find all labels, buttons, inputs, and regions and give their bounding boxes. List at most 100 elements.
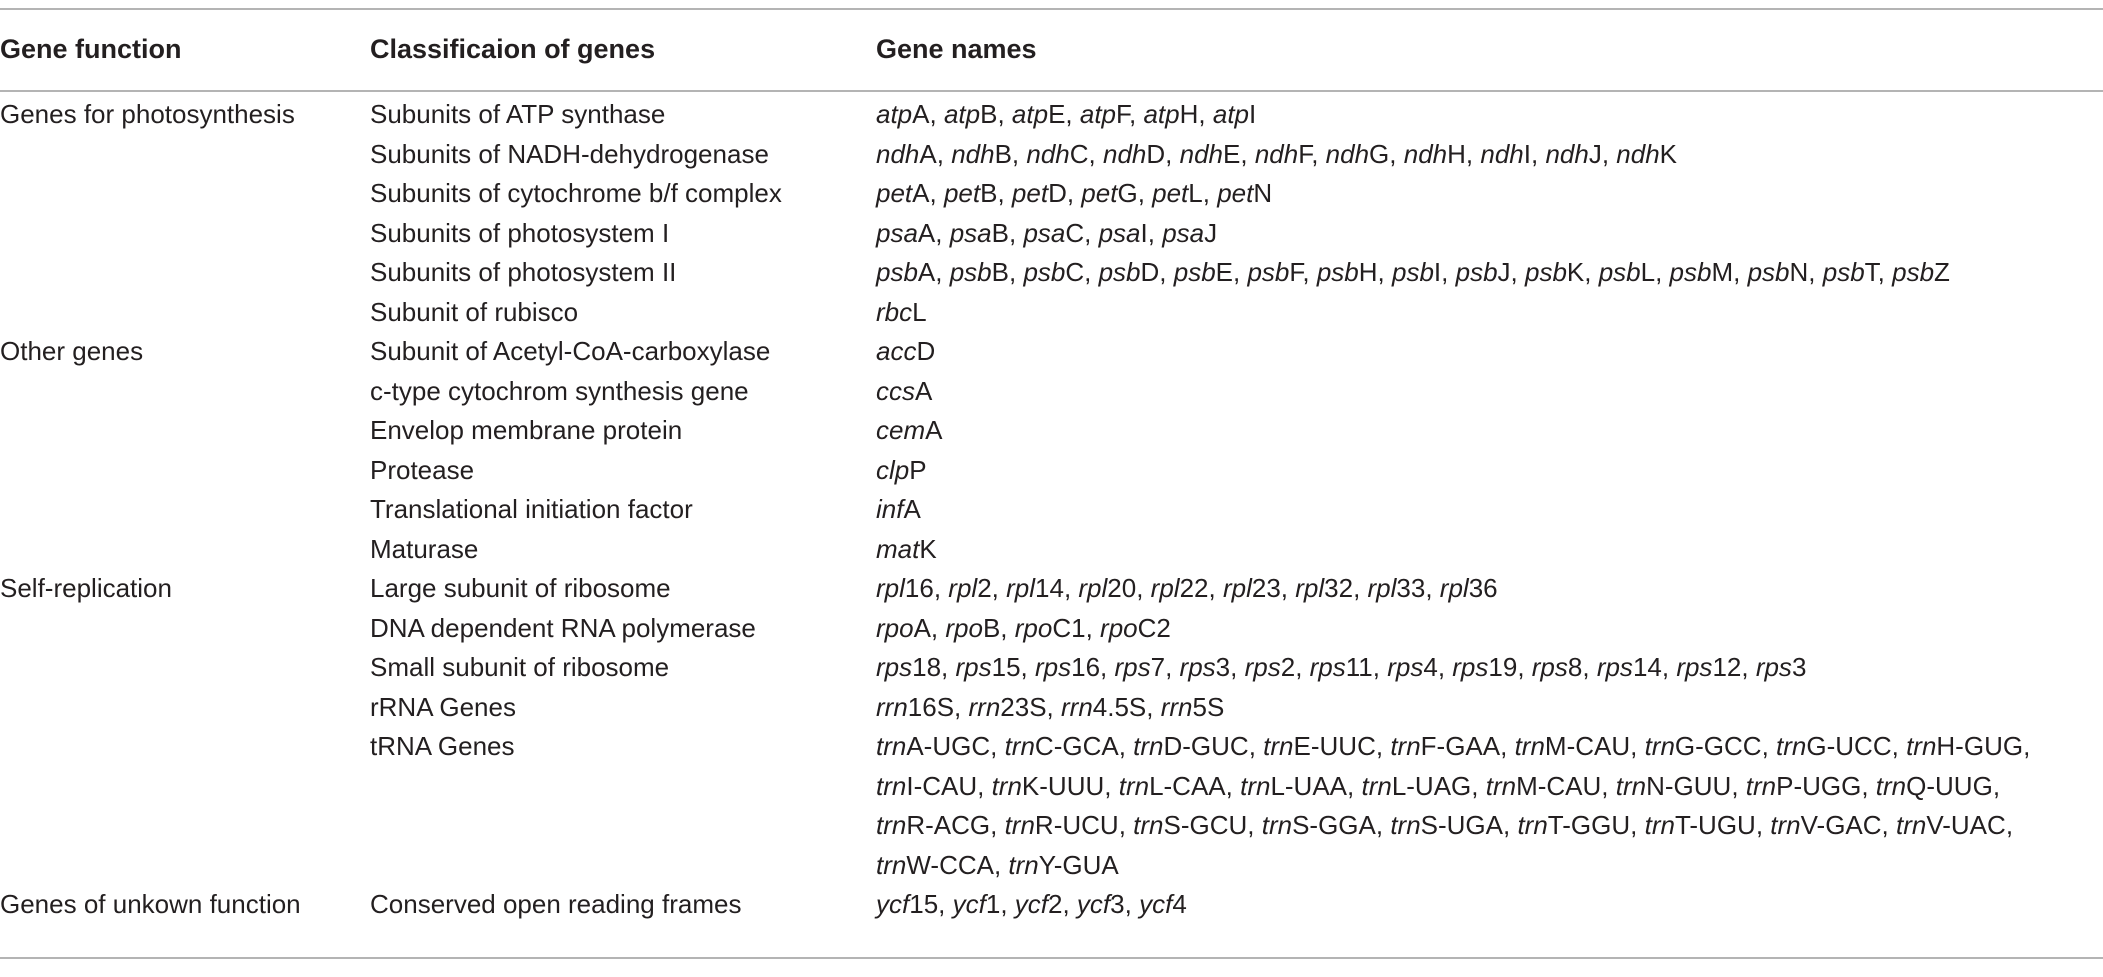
gene-function-cell — [0, 135, 370, 175]
gene-suffix: 16S — [907, 691, 955, 722]
gene-prefix: ycf — [1139, 889, 1173, 919]
gene-suffix: 1 — [985, 889, 1001, 919]
gene-suffix: 3 — [1791, 652, 1807, 682]
gene-name: rps15 — [956, 652, 1021, 682]
gene-name: psbB — [950, 257, 1009, 287]
gene-prefix: rrn — [968, 691, 1001, 722]
gene-suffix: M — [1711, 257, 1734, 287]
gene-suffix: C1 — [1052, 612, 1086, 643]
gene-prefix: rpl — [1006, 573, 1036, 603]
gene-name: trnF-GAA — [1390, 731, 1500, 761]
gene-prefix: rps — [1755, 652, 1792, 682]
gene-name: trnT-UGU — [1645, 810, 1756, 840]
gene-prefix: inf — [876, 494, 904, 524]
gene-name: rrn16S — [876, 692, 954, 722]
gene-name: psbD — [1099, 257, 1160, 287]
gene-name: ycf2 — [1015, 889, 1063, 919]
gene-suffix: S-GGA — [1292, 810, 1376, 840]
gene-name: trnV-UAC — [1896, 810, 2006, 840]
gene-names-cell: rrn16S, rrn23S, rrn4.5S, rrn5S — [876, 691, 1225, 722]
gene-prefix: trn — [1615, 770, 1647, 801]
gene-prefix: cem — [876, 415, 926, 445]
gene-prefix: ycf — [1076, 889, 1111, 919]
gene-suffix: K — [919, 533, 937, 564]
gene-name: rps19 — [1452, 652, 1517, 682]
gene-names-cell: trnA-UGC, trnC-GCA, trnD-GUC, trnE-UUC, … — [876, 731, 2031, 880]
gene-prefix: trn — [1008, 849, 1039, 880]
gene-class-cell: DNA dependent RNA polymerase — [370, 612, 756, 643]
gene-name: trnL-UAG — [1361, 771, 1471, 801]
gene-name: trnH-GUG — [1906, 731, 2023, 761]
gene-suffix: I-CAU — [906, 770, 978, 801]
gene-class-cell: Subunits of photosystem I — [370, 217, 670, 248]
gene-name: psaB — [950, 218, 1009, 248]
gene-suffix: H — [1358, 257, 1378, 287]
gene-suffix: T — [1864, 257, 1878, 287]
gene-prefix: rbc — [876, 296, 913, 327]
header-gene-function: Gene function — [0, 34, 182, 64]
gene-name: rps12 — [1676, 652, 1741, 682]
gene-prefix: psa — [1098, 217, 1141, 248]
gene-suffix: C2 — [1137, 612, 1171, 643]
gene-name: trnT-GGU — [1517, 810, 1630, 840]
gene-name: psbI — [1392, 257, 1441, 287]
table-row: Envelop membrane protein cemA — [0, 411, 2103, 451]
gene-name: rpl2 — [948, 573, 991, 603]
gene-class-cell: Envelop membrane protein — [370, 415, 683, 445]
gene-prefix: ndh — [1545, 138, 1589, 169]
gene-name: trnS-UGA — [1390, 810, 1503, 840]
gene-name: cemA — [876, 415, 942, 445]
header-classification: Classificaion of genes — [370, 34, 656, 64]
gene-name: psbN — [1748, 257, 1809, 287]
gene-suffix: L — [912, 296, 927, 327]
gene-prefix: psb — [1524, 257, 1567, 287]
gene-suffix: R-ACG — [906, 810, 991, 840]
gene-name: infA — [876, 494, 921, 524]
gene-suffix: F — [1116, 99, 1130, 129]
gene-name: psaI — [1099, 218, 1148, 248]
gene-suffix: 3 — [1110, 889, 1125, 919]
gene-suffix: S-UGA — [1420, 810, 1503, 840]
gene-suffix: E-UUC — [1293, 731, 1376, 761]
gene-prefix: rps — [1387, 652, 1424, 682]
gene-prefix: ndh — [951, 138, 995, 169]
gene-prefix: atp — [1011, 99, 1049, 129]
gene-prefix: ndh — [876, 138, 920, 169]
gene-prefix: psa — [876, 217, 918, 248]
gene-name: rpl22 — [1151, 573, 1209, 603]
gene-prefix: trn — [1261, 810, 1293, 840]
gene-prefix: ndh — [1403, 138, 1448, 169]
gene-suffix: 23 — [1251, 573, 1281, 603]
gene-prefix: rps — [1531, 652, 1568, 682]
gene-suffix: B — [991, 217, 1009, 248]
table-top-rule — [0, 8, 2103, 10]
gene-prefix: rps — [1676, 652, 1713, 682]
gene-suffix: G — [1117, 178, 1138, 208]
gene-suffix: J — [1497, 257, 1511, 287]
gene-name: ndhB — [951, 139, 1012, 169]
gene-prefix: trn — [1133, 731, 1164, 761]
gene-suffix: A-UGC — [906, 731, 991, 761]
gene-name: psbC — [1023, 257, 1084, 287]
gene-prefix: pet — [1081, 178, 1118, 208]
gene-prefix: ndh — [1325, 138, 1370, 169]
gene-prefix: psa — [949, 217, 992, 248]
gene-name: psbZ — [1892, 257, 1950, 287]
gene-class-cell: Subunits of cytochrome b/f complex — [370, 178, 782, 208]
gene-prefix: psa — [1023, 217, 1066, 248]
gene-prefix: trn — [1263, 731, 1294, 761]
gene-names-cell: psaA, psaB, psaC, psaI, psaJ — [876, 217, 1218, 248]
gene-name: rrn5S — [1161, 692, 1225, 722]
gene-prefix: rps — [1035, 652, 1072, 682]
gene-name: rps11 — [1310, 652, 1373, 682]
gene-name: ycf15 — [876, 889, 938, 919]
gene-function-cell — [0, 490, 370, 530]
gene-suffix: D — [1048, 178, 1067, 208]
